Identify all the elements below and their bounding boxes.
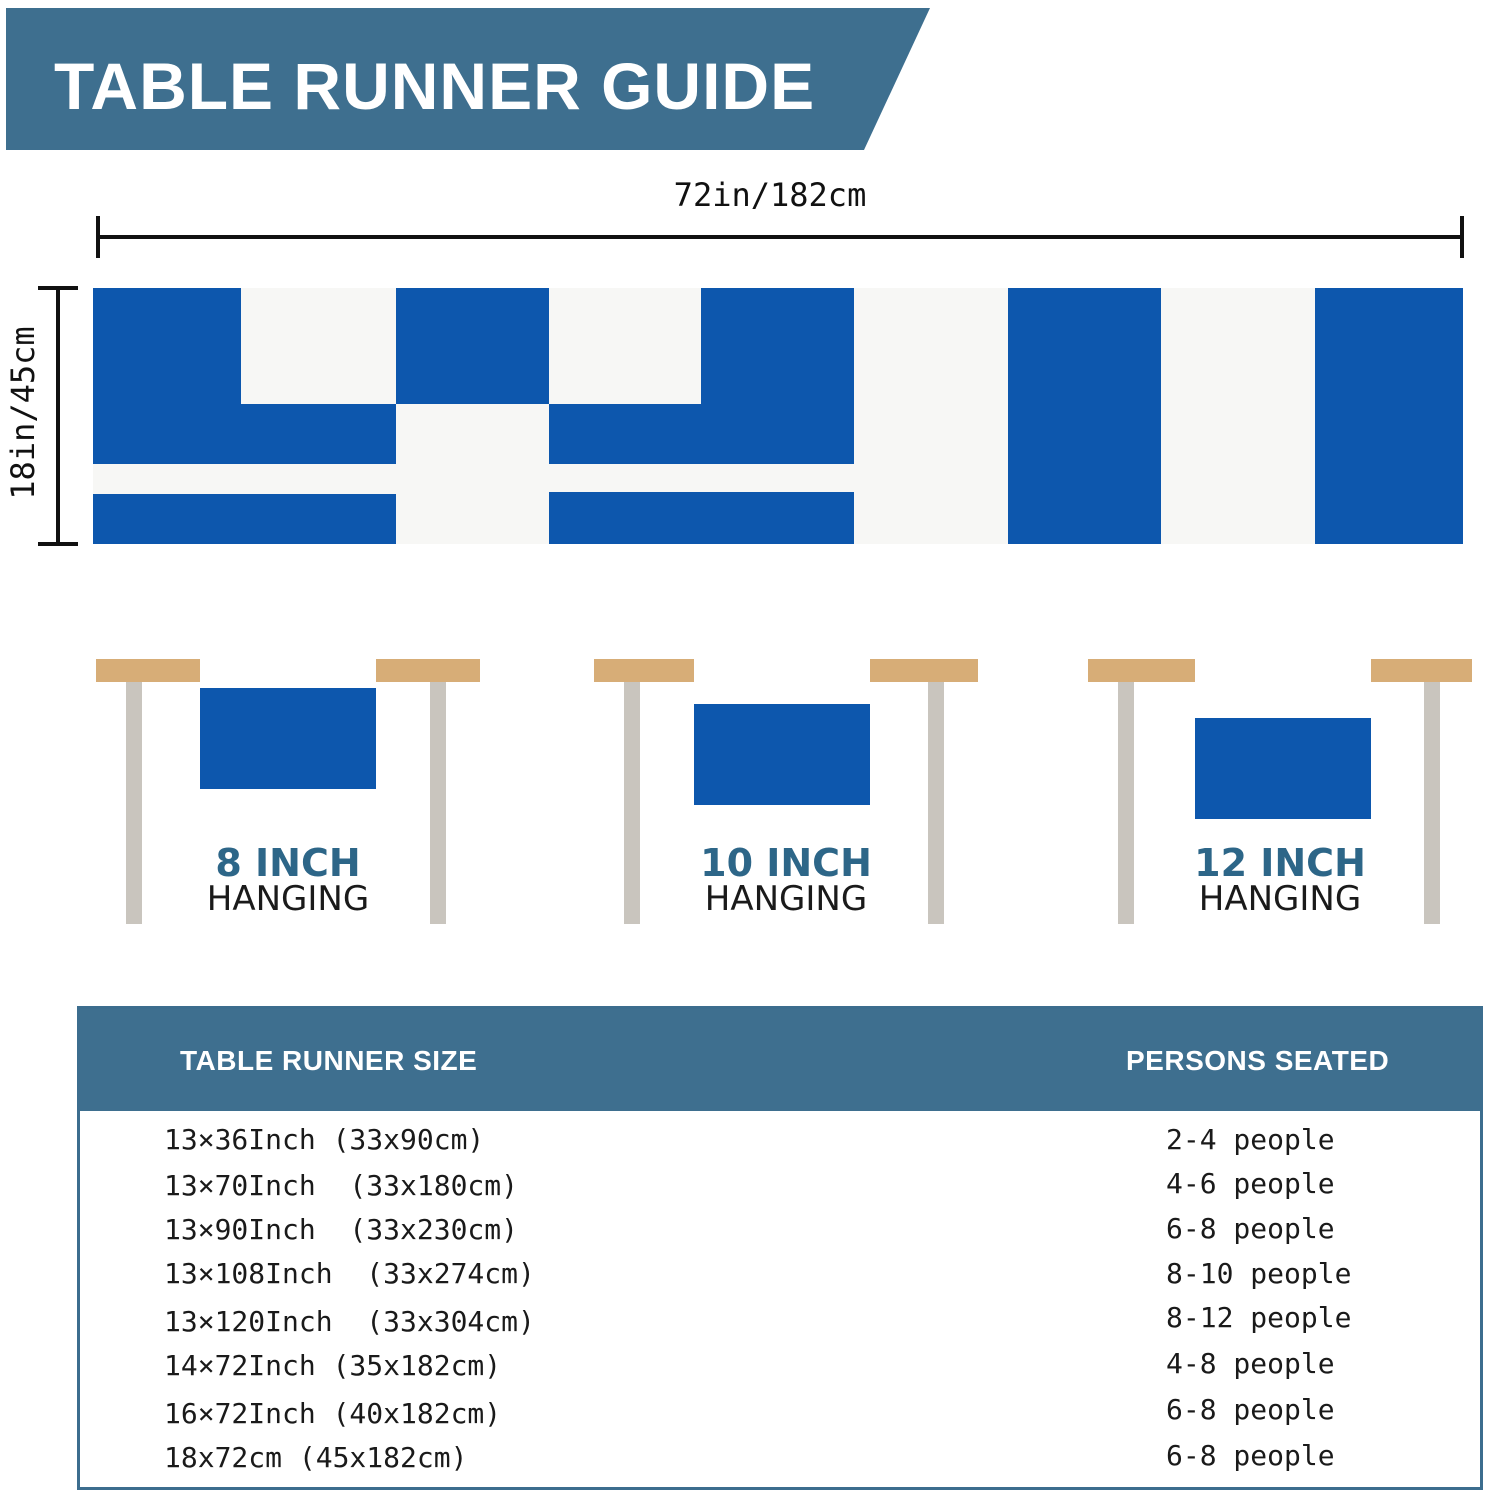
row-persons: 6-8 people [1166, 1439, 1335, 1472]
size-table-header: TABLE RUNNER SIZE PERSONS SEATED [80, 1009, 1480, 1111]
runner-block [241, 404, 396, 464]
hanging-amount: 8 INCH [215, 841, 361, 885]
row-size: 16×72Inch (40x182cm) [164, 1397, 502, 1430]
row-size: 13×108Inch (33x274cm) [164, 1257, 535, 1290]
runner-block [701, 288, 854, 404]
hanging-label: HANGING [1198, 879, 1362, 919]
runner-hanging [1195, 718, 1371, 819]
table-runner-image [93, 288, 1463, 544]
runner-hanging [200, 688, 376, 789]
hanging-label: HANGING [704, 879, 868, 919]
height-dimension-line [38, 286, 78, 546]
row-persons: 8-10 people [1166, 1257, 1352, 1290]
table-leg [126, 682, 142, 924]
runner-hanging [694, 704, 870, 805]
row-size: 13×120Inch (33x304cm) [164, 1305, 535, 1338]
table-leg [1118, 682, 1134, 924]
hanging-amount: 12 INCH [1194, 841, 1366, 885]
table-leg [928, 682, 944, 924]
row-persons: 6-8 people [1166, 1212, 1335, 1245]
hanging-amount: 10 INCH [700, 841, 872, 885]
table-illustration-10: 10 INCH HANGING [594, 655, 978, 927]
size-table: TABLE RUNNER SIZE PERSONS SEATED 13×36In… [77, 1006, 1483, 1490]
page-title: TABLE RUNNER GUIDE [54, 49, 816, 123]
row-persons: 4-6 people [1166, 1167, 1335, 1200]
row-size: 13×70Inch (33x180cm) [164, 1169, 519, 1202]
runner-top [200, 657, 376, 688]
table-leg [624, 682, 640, 924]
runner-top [1195, 657, 1371, 718]
runner-block [549, 404, 854, 464]
header-banner: TABLE RUNNER GUIDE [6, 8, 930, 150]
runner-block [93, 288, 241, 464]
runner-top [694, 657, 870, 704]
row-persons: 4-8 people [1166, 1347, 1335, 1380]
row-persons: 6-8 people [1166, 1393, 1335, 1426]
banner-shape [6, 8, 930, 150]
runner-block [1008, 288, 1161, 544]
runner-block [549, 492, 854, 544]
row-persons: 8-12 people [1166, 1301, 1352, 1334]
row-size: 18x72cm (45x182cm) [164, 1441, 468, 1474]
row-size: 14×72Inch (35x182cm) [164, 1349, 502, 1382]
table-illustration-12: 12 INCH HANGING [1088, 655, 1472, 927]
runner-block [1315, 288, 1463, 544]
table-leg [1424, 682, 1440, 924]
table-leg [430, 682, 446, 924]
row-size: 13×36Inch (33x90cm) [164, 1123, 485, 1156]
column-header-size: TABLE RUNNER SIZE [180, 1045, 478, 1076]
runner-block [93, 494, 396, 544]
table-illustration-8: 8 INCH HANGING [96, 655, 480, 927]
row-persons: 2-4 people [1166, 1123, 1335, 1156]
column-header-persons: PERSONS SEATED [1126, 1045, 1390, 1076]
hanging-label: HANGING [206, 879, 370, 919]
width-dimension-line [96, 216, 1464, 258]
width-dimension-label: 72in/182cm [673, 176, 867, 214]
runner-block [396, 288, 549, 404]
row-size: 13×90Inch (33x230cm) [164, 1213, 519, 1246]
